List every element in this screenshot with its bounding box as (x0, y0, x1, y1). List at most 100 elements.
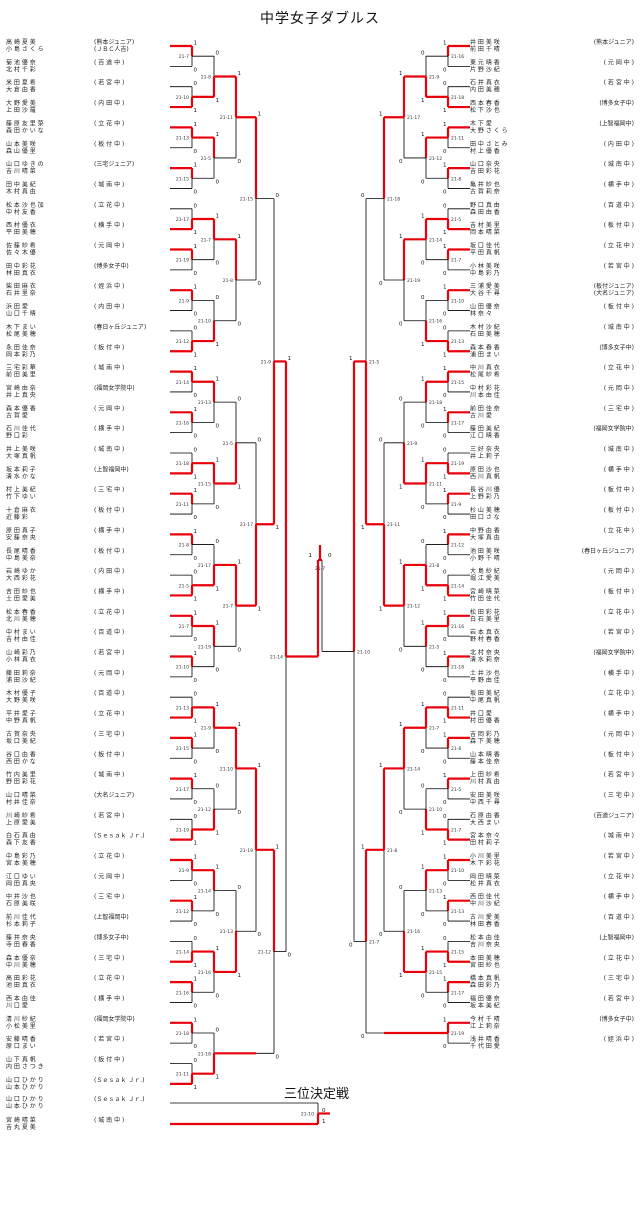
left-match-score: 21-12 (258, 950, 271, 956)
right-match-score: 21-10 (357, 649, 370, 655)
left-entry-name: 大 野 美 咲 (6, 696, 36, 704)
right-entry-club: (博多女子中) (599, 1015, 634, 1023)
right-entry-name: 亀 井 紗 也 (470, 180, 500, 188)
right-set-mark: 0 (421, 668, 425, 674)
left-set-mark: 0 (238, 647, 242, 653)
right-set-mark: 0 (399, 885, 403, 891)
right-set-mark: 0 (443, 1003, 447, 1009)
right-entry-club: (博多女子中) (599, 99, 634, 107)
left-match-score: 21-9 (261, 359, 271, 365)
left-entry-name: 中 川 美 穂 (6, 961, 36, 969)
left-match-score: 21-13 (176, 136, 189, 142)
left-entry-name: 石 川 佳 代 (6, 425, 36, 433)
right-set-mark: 1 (443, 122, 447, 128)
right-entry-name: 藤 本 佳 奈 (470, 757, 500, 765)
left-entry-name: 木 下 ま い (6, 323, 36, 331)
left-entry-club: (春日ヶ丘ジュニア) (94, 323, 146, 331)
right-entry-name: 林 奈 々 (470, 310, 492, 318)
left-set-mark: 1 (276, 525, 280, 531)
left-entry-club: ( 城 南 中 ) (94, 364, 124, 372)
right-entry-club: ( 若 宮 中 ) (604, 994, 634, 1002)
right-set-mark: 1 (443, 108, 447, 114)
left-entry-name: 十 倉 麻 衣 (6, 506, 36, 514)
left-entry-name: 谷 口 由 香 (6, 750, 36, 758)
right-entry-club: (熊本ジュニア) (594, 38, 634, 46)
right-entry-club: ( 姪 浜 中 ) (604, 1035, 634, 1043)
right-entry-name: 大 野 さ く ら (470, 126, 508, 134)
left-set-mark: 1 (258, 112, 262, 118)
right-entry-club: ( 若 宮 中 ) (604, 262, 634, 270)
right-entry-name: 堀 江 愛 美 (470, 574, 500, 582)
right-entry-name: 木 下 愛 (470, 119, 492, 127)
left-entry-name: 中 野 真 帆 (6, 717, 36, 725)
right-set-mark: 0 (443, 189, 447, 195)
right-set-mark: 1 (421, 342, 425, 348)
left-entry-name: 藤 井 奈 央 (6, 933, 36, 941)
left-set-mark: 1 (194, 773, 198, 779)
left-entry-club: ( 横 手 中 ) (94, 526, 124, 534)
right-entry-name: 杉 山 美 穂 (470, 506, 500, 514)
left-set-mark: 1 (194, 855, 198, 861)
left-entry-name: 山 本 ひ か り (6, 1083, 44, 1091)
left-set-mark: 1 (238, 485, 242, 491)
left-entry-name: 三 宅 彩 華 (6, 364, 36, 372)
right-set-mark: 0 (443, 515, 447, 521)
right-entry-club: ( 三 宅 中 ) (604, 791, 634, 799)
left-entry-name: 小 林 真 衣 (6, 656, 36, 664)
left-entry-club: ( 立 花 中 ) (94, 710, 124, 718)
left-set-mark: 0 (194, 637, 198, 643)
left-set-mark: 1 (216, 342, 220, 348)
right-set-mark: 1 (421, 458, 425, 464)
right-entry-name: 江 上 莉 奈 (470, 1022, 500, 1030)
left-set-mark: 0 (216, 179, 220, 185)
right-entry-name: 北 村 奈 央 (470, 649, 500, 657)
right-entry-club: (上智福岡中) (599, 119, 634, 127)
right-set-mark: 0 (443, 448, 447, 454)
right-set-mark: 1 (443, 285, 447, 291)
left-entry-name: 藤 原 友 里 菜 (6, 119, 44, 127)
right-set-mark: 0 (379, 932, 383, 938)
left-set-mark: 1 (194, 230, 198, 236)
right-entry-name: 石 原 由 香 (470, 811, 500, 819)
right-entry-club: ( 元 岡 中 ) (604, 730, 634, 738)
right-entry-name: 本 田 美 穂 (470, 954, 500, 962)
left-set-mark: 1 (288, 356, 292, 362)
right-match-score: 21-15 (451, 950, 464, 956)
left-entry-name: 松 本 沙 也 加 (6, 201, 44, 209)
right-set-mark: 1 (443, 352, 447, 358)
left-set-mark: 0 (238, 885, 242, 891)
right-entry-club: ( 横 手 中 ) (604, 465, 634, 473)
left-entry-name: 竹 内 美 里 (6, 771, 36, 779)
left-entry-name: 白 石 真 由 (6, 832, 36, 840)
left-entry-club: ( 内 田 中 ) (94, 303, 124, 311)
left-entry-name: 村 井 佳 奈 (6, 798, 36, 806)
left-set-mark: 1 (194, 596, 198, 602)
right-entry-name: 長 谷 川 優 (470, 486, 500, 494)
left-set-mark: 1 (258, 763, 262, 769)
right-match-score: 21-14 (407, 766, 420, 772)
right-set-mark: 1 (443, 855, 447, 861)
left-set-mark: 1 (194, 610, 198, 616)
left-entry-name: 田 中 美 紀 (6, 180, 36, 188)
right-entry-name: 岡 本 晴 菜 (470, 228, 500, 236)
right-match-score: 21-16 (429, 319, 442, 325)
left-entry-name: 佐 藤 紗 希 (6, 242, 36, 250)
right-entry-name: 白 石 美 里 (470, 615, 500, 623)
right-entry-name: 吉 田 彩 花 (470, 167, 500, 175)
left-set-mark: 1 (216, 458, 220, 464)
right-entry-club: ( 板 付 中 ) (604, 303, 634, 311)
right-set-mark: 1 (443, 977, 447, 983)
left-entry-name: 高 崎 夏 美 (6, 38, 36, 46)
right-entry-name: 大 島 紗 紀 (470, 567, 500, 575)
right-entry-name: 宮 崎 晴 菜 (470, 587, 500, 595)
left-entry-club: ( 立 花 中 ) (94, 119, 124, 127)
right-entry-club: ( 元 岡 中 ) (604, 567, 634, 575)
right-entry-name: 浅 井 晴 香 (470, 1035, 500, 1043)
left-entry-name: 小 松 美 里 (6, 1022, 36, 1030)
right-set-mark: 0 (443, 678, 447, 684)
left-set-mark: 0 (216, 912, 220, 918)
left-set-mark: 1 (194, 366, 198, 372)
left-entry-club: ( 若 宮 中 ) (94, 811, 124, 819)
right-entry-club: ( 板 付 中 ) (604, 506, 634, 514)
right-entry-name: 橋 本 真 帆 (470, 974, 500, 982)
